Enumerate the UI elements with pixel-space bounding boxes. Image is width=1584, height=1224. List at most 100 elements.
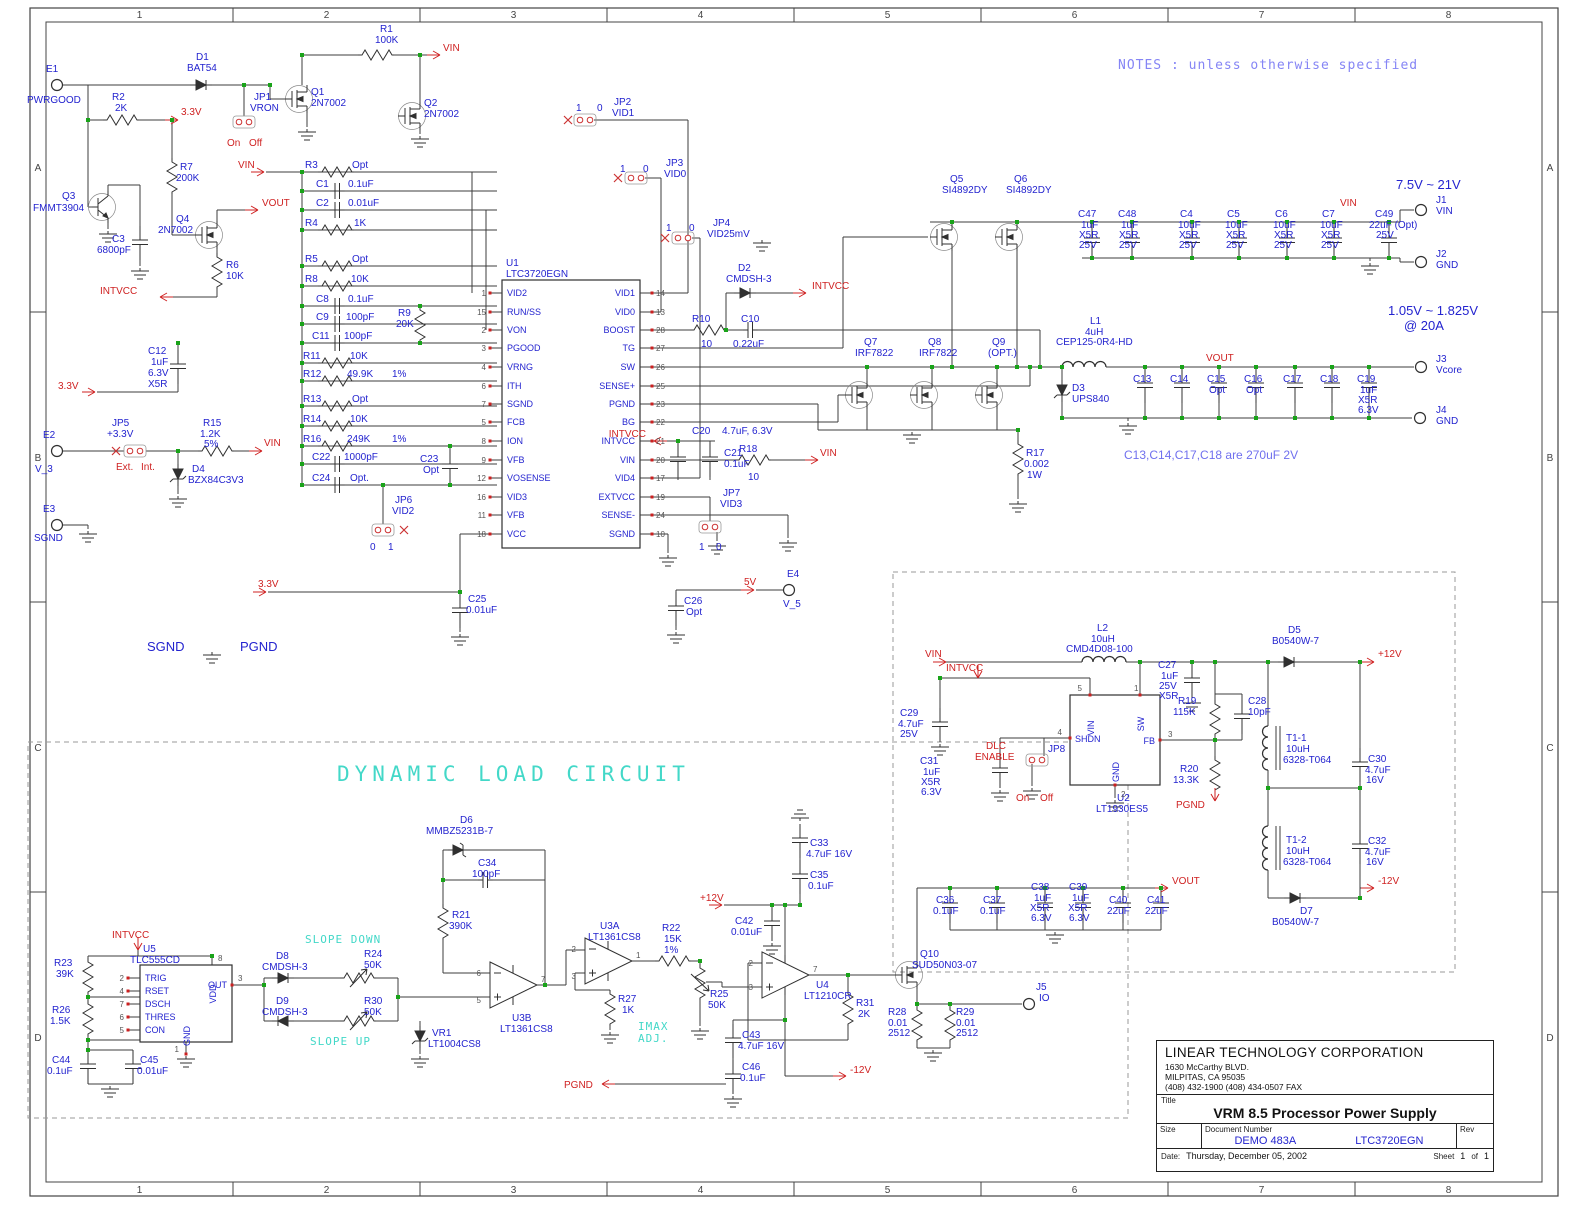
- text-label: SENSE+: [599, 381, 635, 391]
- junction-dot: [300, 444, 304, 448]
- text-label: 3: [749, 983, 754, 992]
- text-label: 0.1uF: [348, 179, 374, 190]
- text-label: C46: [742, 1062, 761, 1073]
- text-label: R12: [303, 369, 322, 380]
- text-label: 1uF: [1121, 220, 1138, 231]
- capv-symbol: [763, 906, 781, 942]
- text-label: 15K: [664, 934, 682, 945]
- text-label: 39K: [56, 969, 74, 980]
- junction-dot: [995, 886, 999, 890]
- junction-dot: [948, 1002, 952, 1006]
- text-label: D8: [276, 951, 289, 962]
- doc-cell: Document Number DEMO 483A LTC3720EGN: [1202, 1124, 1457, 1148]
- text-label: PGND: [1176, 800, 1205, 811]
- text-label: 1: [636, 951, 641, 960]
- text-label: C12: [148, 346, 167, 357]
- text-label: PGND: [564, 1080, 593, 1091]
- net-arrow: [832, 1071, 847, 1081]
- text-label: 2N7002: [424, 109, 459, 120]
- zenh-symbol: [447, 842, 471, 858]
- junction-dot: [300, 322, 304, 326]
- zenv-symbol: [1053, 379, 1071, 403]
- text-label: GND: [1436, 416, 1458, 427]
- res-symbol: [102, 114, 140, 126]
- text-label: Opt: [352, 394, 368, 405]
- ground-symbol: [690, 1027, 710, 1040]
- text-label: VRON: [250, 103, 279, 114]
- text-label: 4: [1058, 728, 1063, 737]
- text-label: 4.7uF: [1365, 847, 1391, 858]
- text-label: 25V: [1119, 240, 1137, 251]
- ground-symbol: [778, 539, 798, 552]
- text-label: 0: [370, 542, 376, 553]
- jmp-symbol: [573, 113, 597, 127]
- junction-dot: [300, 264, 304, 268]
- text-label: C17: [1283, 374, 1302, 385]
- text-label: 6.3V: [1069, 913, 1090, 924]
- junction-dot: [1293, 365, 1297, 369]
- jmp-symbol: [1025, 753, 1049, 767]
- net-arrow: [244, 205, 259, 215]
- text-label: C6: [1275, 209, 1288, 220]
- text-label: C34: [478, 858, 497, 869]
- text-label: 25V: [1179, 240, 1197, 251]
- text-label: U1: [506, 258, 519, 269]
- text-label: 22uF (Opt): [1369, 220, 1417, 231]
- text-label: 4uH: [1085, 327, 1103, 338]
- junction-dot: [458, 590, 462, 594]
- junction-dot: [300, 483, 304, 487]
- text-label: SLOPE UP: [310, 1035, 371, 1048]
- text-label: UPS840: [1072, 394, 1110, 405]
- text-label: R18: [739, 444, 758, 455]
- text-label: 0: [643, 164, 649, 175]
- junction-dot: [915, 1002, 919, 1006]
- text-label: IMAX: [638, 1020, 669, 1033]
- text-label: SLOPE DOWN: [305, 933, 381, 946]
- resv-symbol: [83, 958, 93, 994]
- ground-symbol: [168, 495, 188, 508]
- ground-symbol: [1360, 262, 1380, 275]
- text-label: 4.7uF 16V: [806, 849, 852, 860]
- text-label: 4: [120, 987, 125, 996]
- text-label: C25: [468, 594, 487, 605]
- text-label: V_3: [35, 464, 53, 475]
- coil-symbol: [1261, 825, 1269, 871]
- resv-symbol: [212, 253, 222, 289]
- junction-dot: [1138, 660, 1142, 664]
- text-label: MMBZ5231B-7: [426, 826, 494, 837]
- text-label: C10: [741, 314, 760, 325]
- text-label: 1W: [1027, 470, 1043, 481]
- text-label: RUN/SS: [507, 307, 541, 317]
- dio-symbol: [1283, 892, 1307, 904]
- text-label: C44: [52, 1055, 71, 1066]
- text-label: C43: [742, 1030, 761, 1041]
- junction-dot: [995, 365, 999, 369]
- junction-dot: [300, 304, 304, 308]
- text-label: 10uF: [1178, 220, 1201, 231]
- ground-symbol: [990, 789, 1010, 802]
- ground-symbol: [78, 530, 98, 543]
- junction-dot: [1130, 256, 1134, 260]
- text-label: BAT54: [187, 63, 217, 74]
- xm-symbol: [399, 525, 409, 535]
- text-label: R11: [303, 351, 321, 362]
- text-label: D3: [1072, 383, 1085, 394]
- rev-label: Rev: [1460, 1125, 1475, 1134]
- text-label: 2: [324, 1185, 330, 1196]
- text-label: 1.2K: [200, 429, 221, 440]
- text-label: D9: [276, 996, 289, 1007]
- text-label: BOOST: [603, 325, 635, 335]
- text-label: THRES: [145, 1012, 176, 1022]
- text-label: J3: [1436, 354, 1447, 365]
- res-symbol: [357, 49, 395, 61]
- resv-symbol: [1013, 440, 1023, 476]
- text-label: PGND: [240, 639, 278, 654]
- text-label: INTVCC: [100, 286, 137, 297]
- text-label: 18: [477, 530, 486, 539]
- text-label: FCB: [507, 417, 525, 427]
- text-label: 4.7uF: [1365, 765, 1391, 776]
- text-label: C11: [312, 331, 330, 342]
- text-label: 13: [656, 308, 665, 317]
- junction-dot: [783, 903, 787, 907]
